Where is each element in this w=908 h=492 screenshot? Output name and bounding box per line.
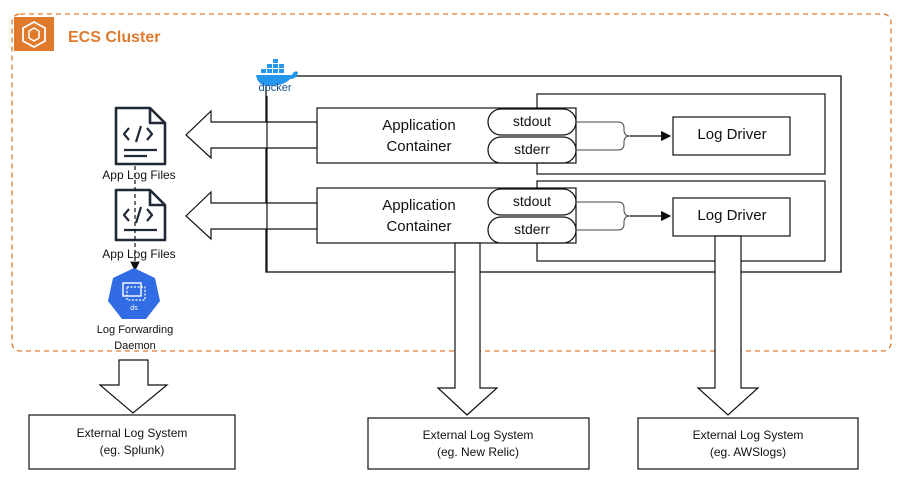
docker-host-box <box>265 75 842 273</box>
log-file-label-2: App Log Files <box>102 247 176 261</box>
external-newrelic-line1: External Log System <box>422 428 534 442</box>
stdout-label-2: stdout <box>512 193 552 209</box>
container-to-file-arrow-1 <box>185 109 318 160</box>
pill-to-driver-connector-1 <box>576 121 672 151</box>
pill-to-driver-connector-2 <box>576 201 672 231</box>
log-driver-label-2: Log Driver <box>697 207 767 224</box>
ecs-cluster-icon <box>14 17 54 51</box>
daemon-label-line1: Log Forwarding <box>96 324 174 336</box>
log-driver-label-1: Log Driver <box>697 126 767 143</box>
daemon-label-line2: Daemon <box>114 340 156 352</box>
app-container-2-label-line2: Container <box>386 218 452 235</box>
app-container-1-label-line2: Container <box>386 138 452 155</box>
ecs-cluster-boundary <box>11 13 892 352</box>
external-awslogs-line2: (eg. AWSlogs) <box>709 445 787 459</box>
daemonset-badge: ds <box>130 305 138 312</box>
external-splunk-line2: (eg. Splunk) <box>99 443 165 457</box>
app-container-2-label-line1: Application <box>382 197 456 214</box>
external-system-box-awslogs <box>637 417 859 470</box>
stderr-label-1: stderr <box>514 141 550 157</box>
log-file-label-1: App Log Files <box>102 168 176 182</box>
external-system-box-splunk <box>28 414 236 470</box>
daemon-to-splunk-arrow <box>98 359 169 414</box>
log-driver-box-1 <box>672 116 791 156</box>
code-file-icon-1 <box>114 106 167 166</box>
external-system-box-newrelic <box>367 417 590 470</box>
container-to-newrelic-arrow <box>436 242 499 416</box>
external-splunk-line1: External Log System <box>76 426 188 440</box>
code-file-icon-2 <box>114 188 167 242</box>
stderr-label-2: stderr <box>514 221 550 237</box>
external-newrelic-line2: (eg. New Relic) <box>436 445 520 459</box>
docker-whale-icon <box>256 59 298 86</box>
container-to-file-arrow-2 <box>185 190 318 241</box>
cluster-title: ECS Cluster <box>68 29 161 46</box>
daemonset-icon <box>108 268 160 319</box>
docker-logo-text: docker <box>258 82 292 94</box>
driver-to-awslogs-arrow <box>696 235 760 416</box>
external-awslogs-line1: External Log System <box>692 428 804 442</box>
app-container-1-label-line1: Application <box>382 117 456 134</box>
stdout-label-1: stdout <box>512 113 552 129</box>
